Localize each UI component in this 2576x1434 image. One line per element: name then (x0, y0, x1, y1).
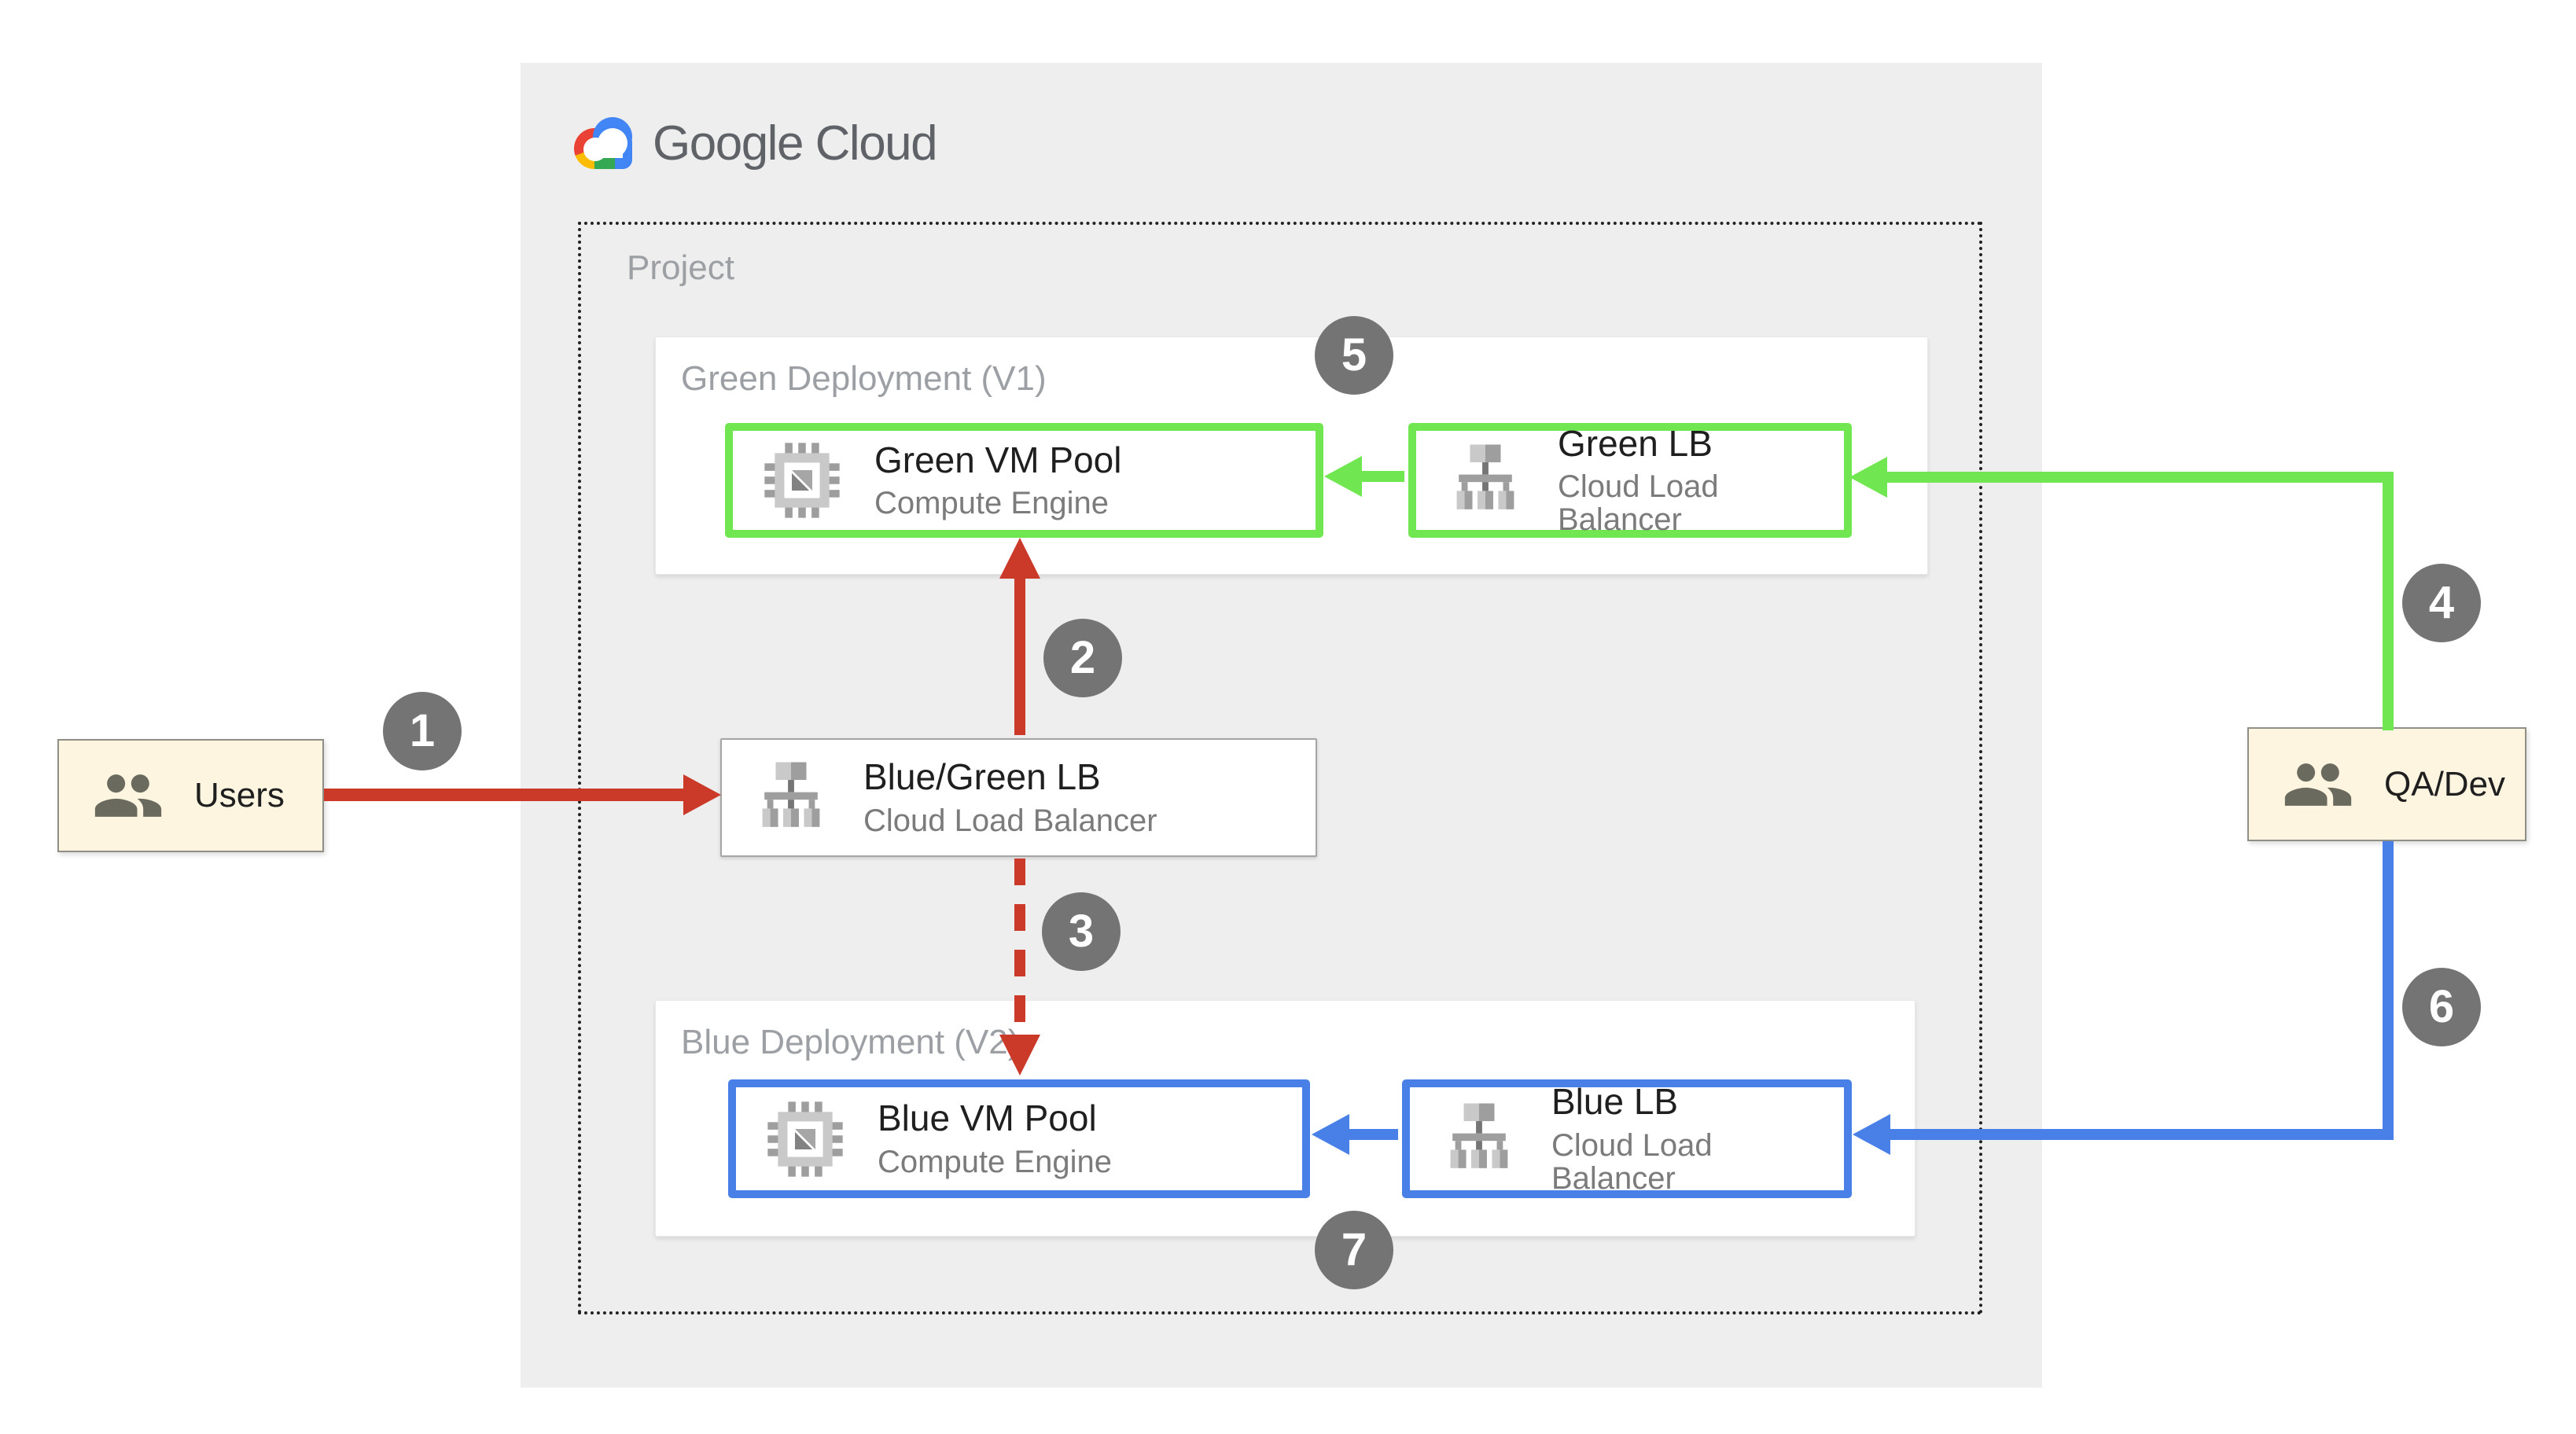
google-cloud-logo: Google Cloud (574, 116, 938, 171)
node-text: Blue VM Pool Compute Engine (878, 1099, 1112, 1178)
blue-lb-node: Blue LB Cloud Load Balancer (1402, 1079, 1852, 1198)
step-badge-5: 5 (1315, 316, 1393, 395)
users-icon (2284, 763, 2352, 806)
arrow-head (1849, 457, 1887, 498)
green-lb-node: Green LB Cloud Load Balancer (1408, 423, 1852, 538)
step-badge-3: 3 (1042, 892, 1121, 971)
node-name: Green LB (1558, 422, 1713, 464)
step-badge-7: 7 (1315, 1211, 1393, 1289)
step-badge-6: 6 (2402, 968, 2481, 1046)
qa-dev-label: QA/Dev (2384, 764, 2506, 803)
node-name: Blue VM Pool (878, 1098, 1097, 1139)
node-service: Cloud Load Balancer (1551, 1127, 1713, 1196)
arrow-shaft-horizontal (1882, 472, 2394, 483)
google-cloud-panel: Google Cloud Project Green Deployment (V… (521, 63, 2042, 1388)
google-cloud-logo-icon (574, 117, 632, 169)
node-text: Green VM Pool Compute Engine (874, 441, 1121, 520)
node-service: Cloud Load Balancer (863, 803, 1157, 838)
step-badge-4: 4 (2402, 564, 2481, 642)
node-text: Green LB Cloud Load Balancer (1558, 422, 1844, 538)
node-name: Blue/Green LB (863, 756, 1101, 798)
arrow-head (1312, 1114, 1349, 1155)
node-service: Compute Engine (874, 486, 1109, 521)
arrow-shaft (1359, 471, 1404, 482)
blue-deployment-card: Blue Deployment (V2) (655, 1000, 1915, 1237)
load-balancer-icon (1450, 1103, 1508, 1168)
logo-green-bar (594, 158, 615, 169)
arrow-head (999, 538, 1040, 579)
arrow-head (999, 1035, 1040, 1076)
step-badge-2: 2 (1043, 619, 1122, 697)
blue-deployment-title: Blue Deployment (V2) (681, 1023, 1020, 1061)
arrow-shaft-vertical (2383, 841, 2394, 1140)
users-icon (94, 774, 162, 817)
logo-cloud-cutout-bar (591, 149, 623, 158)
project-boundary: Project Green Deployment (V1) (578, 222, 1982, 1314)
node-service: Compute Engine (878, 1144, 1112, 1179)
project-label: Project (627, 248, 734, 287)
node-text: Blue LB Cloud Load Balancer (1551, 1081, 1844, 1196)
green-vm-pool-node: Green VM Pool Compute Engine (725, 423, 1323, 538)
arrow-shaft (1014, 574, 1025, 735)
arrow-shaft-horizontal (1886, 1129, 2394, 1140)
node-name: Green VM Pool (874, 439, 1122, 480)
arrow-shaft-dashed (1014, 859, 1025, 1039)
qa-dev-node: QA/Dev (2247, 727, 2526, 841)
users-label: Users (194, 776, 285, 814)
step-badge-1: 1 (383, 692, 462, 770)
blue-vm-pool-node: Blue VM Pool Compute Engine (728, 1079, 1310, 1198)
logo-wordmark: Google Cloud (653, 116, 938, 171)
node-name: Blue LB (1551, 1081, 1679, 1123)
arrow-shaft (1349, 1129, 1398, 1140)
green-deployment-card: Green Deployment (V1) (655, 336, 1928, 575)
green-deployment-title: Green Deployment (V1) (681, 359, 1047, 398)
users-node: Users (57, 739, 324, 852)
arrow-head (1324, 456, 1362, 497)
arrow-head (683, 774, 721, 815)
compute-engine-icon (767, 1101, 843, 1177)
node-text: Blue/Green LB Cloud Load Balancer (863, 756, 1157, 838)
arrow-shaft-vertical (2383, 472, 2394, 730)
compute-engine-icon (764, 443, 840, 518)
arrow-shaft (324, 789, 688, 801)
load-balancer-icon (1456, 444, 1514, 509)
node-service: Cloud Load Balancer (1558, 469, 1719, 538)
blue-green-lb-node: Blue/Green LB Cloud Load Balancer (720, 738, 1317, 857)
load-balancer-icon (762, 762, 820, 827)
arrow-head (1853, 1114, 1890, 1155)
